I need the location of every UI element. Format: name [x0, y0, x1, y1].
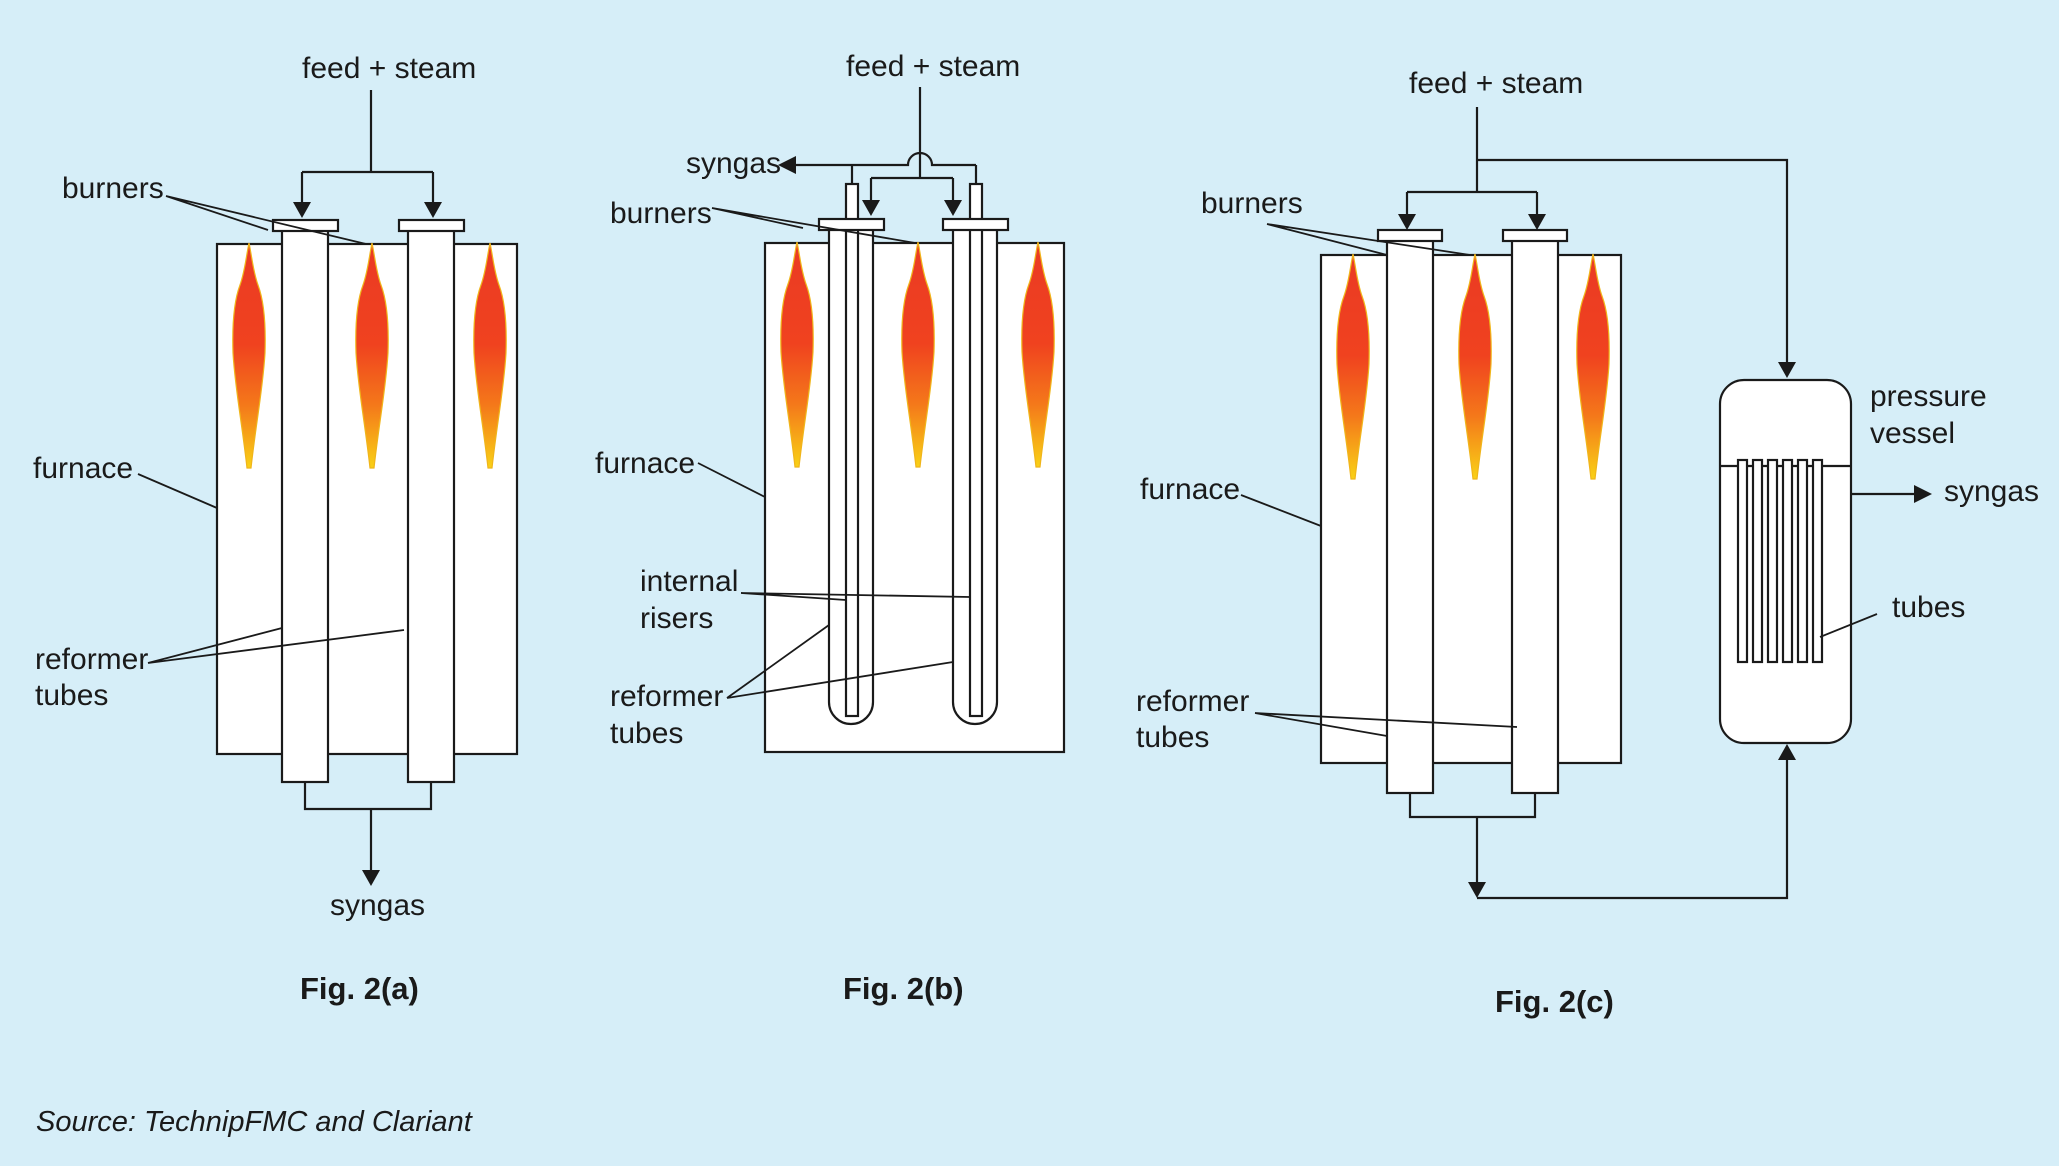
- furnace-leader: [697, 462, 766, 498]
- burner-plate: [1376, 228, 1444, 243]
- reformer-leader: [726, 624, 954, 699]
- burner-plate: [397, 218, 466, 233]
- internal-riser: [844, 182, 860, 718]
- burners-leader: [711, 207, 916, 244]
- fig-2b: feed + steam syngas burners furnace inte…: [595, 50, 1066, 1006]
- feed-pipe: [1405, 107, 1789, 362]
- reformer-label: reformer: [610, 680, 723, 713]
- feed-label: feed + steam: [1409, 67, 1583, 100]
- pressure-label: pressure: [1870, 380, 1987, 413]
- source-note: Source: TechnipFMC and Clariant: [36, 1106, 474, 1138]
- reformer-label: reformer: [1136, 685, 1249, 718]
- syngas-label: syngas: [1944, 475, 2039, 508]
- burners-leader: [1266, 223, 1471, 256]
- burners-label: burners: [62, 172, 164, 205]
- vessel-tube: [1796, 458, 1809, 664]
- tubes-label: tubes: [610, 717, 683, 750]
- reformer-leader: [147, 627, 405, 664]
- arrow-down-icon: [293, 202, 311, 218]
- burner-plate: [271, 218, 340, 233]
- arrow-down-icon: [424, 202, 442, 218]
- furnace-label: furnace: [595, 447, 695, 480]
- arrow-down-icon: [1778, 362, 1796, 378]
- fig-2a: feed + steam burners furnace reformer tu…: [33, 52, 519, 1006]
- reformer-tube: [280, 227, 330, 784]
- arrow-left-icon: [778, 156, 796, 174]
- vessel-label: vessel: [1870, 417, 1955, 450]
- reformer-label: reformer: [35, 643, 148, 676]
- feed-label: feed + steam: [846, 50, 1020, 83]
- figure-caption: Fig. 2(b): [843, 971, 964, 1006]
- syngas-label: syngas: [330, 889, 425, 922]
- tubes-label: tubes: [35, 679, 108, 712]
- furnace-leader: [137, 473, 218, 509]
- arrow-down-icon: [1398, 214, 1416, 230]
- syngas-header: [796, 151, 978, 184]
- burner-plate: [1501, 228, 1569, 243]
- reformer-tube: [406, 227, 456, 784]
- arrow-down-icon: [362, 870, 380, 886]
- furnace-leader: [1240, 494, 1322, 527]
- feed-pipe: [869, 87, 955, 208]
- arrow-down-icon: [944, 200, 962, 216]
- internal-label: internal: [640, 565, 738, 598]
- vessel-tubes-label: tubes: [1892, 591, 1965, 624]
- arrow-down-icon: [862, 200, 880, 216]
- vessel-tube-bundle: [1736, 458, 1824, 664]
- furnace-label: furnace: [33, 452, 133, 485]
- figure-caption: Fig. 2(a): [300, 971, 419, 1006]
- internal-riser: [968, 182, 984, 718]
- figure-caption: Fig. 2(c): [1495, 984, 1614, 1019]
- return-pipe: [1408, 758, 1789, 900]
- burners-leader: [165, 195, 367, 245]
- arrow-up-icon: [1778, 744, 1796, 760]
- vessel-tube: [1766, 458, 1779, 664]
- vessel-tube: [1781, 458, 1794, 664]
- burners-label: burners: [1201, 187, 1303, 220]
- vessel-tube: [1751, 458, 1764, 664]
- burner-plate: [817, 217, 886, 232]
- arrow-right-icon: [1914, 485, 1932, 503]
- furnace-label: furnace: [1140, 473, 1240, 506]
- fig-2c: feed + steam burners furnace reformer tu…: [1136, 67, 2039, 1019]
- syngas-label: syngas: [686, 147, 781, 180]
- tubes-label: tubes: [1136, 721, 1209, 754]
- feed-label: feed + steam: [302, 52, 476, 85]
- vessel-tube: [1736, 458, 1749, 664]
- syngas-pipe: [303, 782, 433, 872]
- burners-label: burners: [610, 197, 712, 230]
- reformer-leader: [1254, 712, 1518, 737]
- arrow-down-icon: [1468, 882, 1486, 898]
- risers-leader: [740, 592, 971, 601]
- vessel-tube: [1811, 458, 1824, 664]
- risers-label: risers: [640, 602, 713, 635]
- burner-plate: [941, 217, 1010, 232]
- feed-pipe: [300, 90, 435, 210]
- tubes-leader: [1819, 613, 1878, 638]
- reformer-tube: [1510, 238, 1560, 795]
- reformer-tube: [1385, 238, 1435, 795]
- arrow-down-icon: [1528, 214, 1546, 230]
